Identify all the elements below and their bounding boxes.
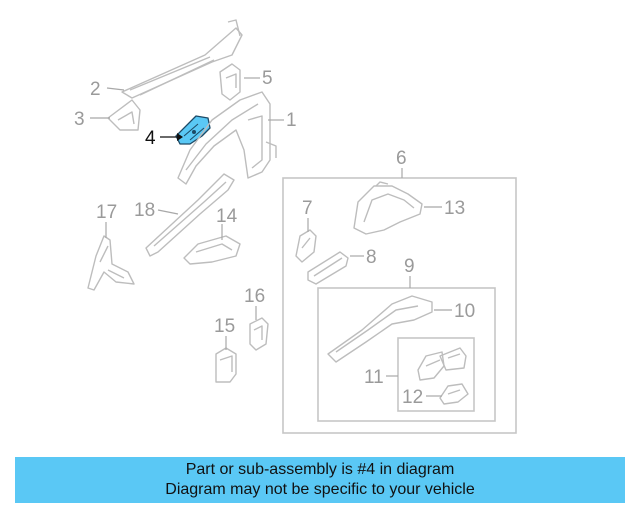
callout-11: 11 — [364, 367, 384, 388]
callout-3: 3 — [74, 109, 85, 130]
part-4-highlighted[interactable] — [175, 115, 211, 145]
part-7-bracket[interactable] — [295, 229, 317, 263]
part-15-bracket[interactable] — [215, 347, 237, 383]
part-1-pillar[interactable] — [177, 91, 277, 185]
group-box-6 — [282, 177, 517, 434]
banner-line-2: Diagram may not be specific to your vehi… — [165, 481, 475, 498]
callout-4: 4 — [145, 128, 156, 149]
part-14-panel[interactable] — [183, 235, 241, 265]
callout-13: 13 — [444, 198, 465, 219]
info-banner: Part or sub-assembly is #4 in diagram Di… — [15, 457, 625, 503]
group-box-11 — [397, 337, 475, 412]
callout-16: 16 — [244, 286, 265, 307]
callout-2: 2 — [90, 79, 101, 100]
callout-18: 18 — [134, 200, 155, 221]
part-16-bracket[interactable] — [249, 317, 269, 351]
part-18-sill[interactable] — [145, 173, 235, 257]
callout-10: 10 — [454, 301, 475, 322]
part-13-wheelhouse[interactable] — [353, 181, 423, 235]
part-8-member[interactable] — [307, 251, 349, 285]
callout-1: 1 — [286, 110, 297, 131]
part-3-bracket[interactable] — [107, 99, 141, 131]
part-11-bracket-set[interactable] — [417, 347, 467, 381]
leader-2 — [106, 87, 125, 91]
callout-9: 9 — [404, 256, 415, 277]
parts-diagram: 2 3 4 5 1 18 14 — [74, 19, 517, 434]
group-box-9 — [317, 287, 496, 422]
callout-6: 6 — [396, 148, 407, 169]
callout-12: 12 — [402, 387, 423, 408]
callout-8: 8 — [366, 247, 377, 268]
part-2-roof-rail[interactable] — [121, 19, 243, 99]
part-10-side-member[interactable] — [327, 295, 433, 363]
leader-18 — [157, 209, 179, 215]
callout-14: 14 — [216, 206, 238, 227]
part-5-bracket[interactable] — [219, 63, 241, 101]
banner-line-1: Part or sub-assembly is #4 in diagram — [185, 461, 455, 478]
callout-7: 7 — [302, 198, 313, 219]
part-12-bracket[interactable] — [439, 383, 469, 405]
callout-5: 5 — [262, 68, 273, 89]
callout-17: 17 — [96, 202, 117, 223]
leader-4-arrow — [177, 133, 183, 141]
callout-15: 15 — [214, 316, 235, 337]
part-17-pillar-lower[interactable] — [87, 235, 135, 291]
